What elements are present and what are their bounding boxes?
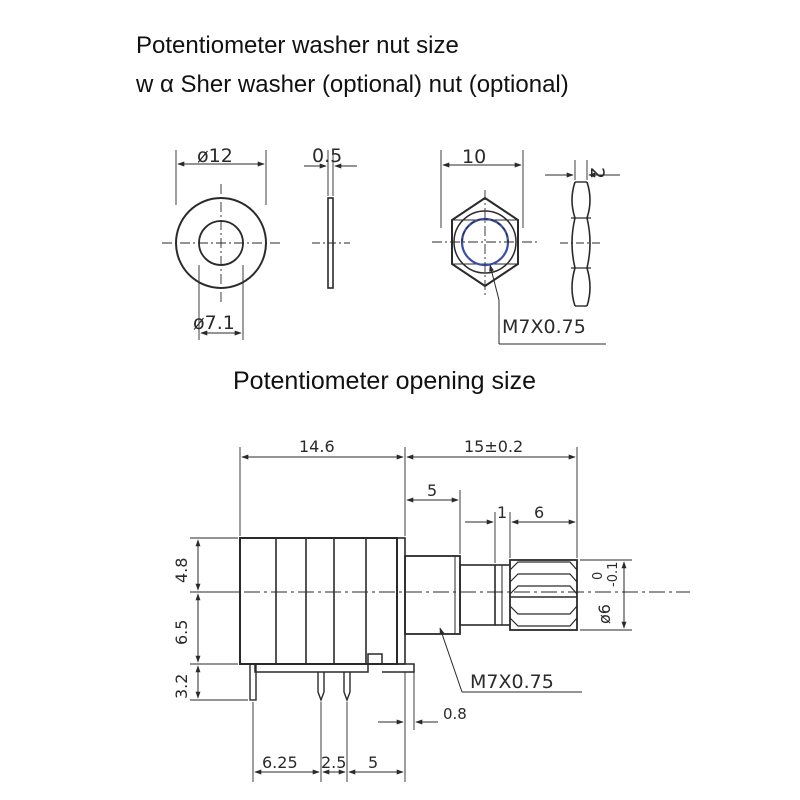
- washer-nut-title: Potentiometer washer nut size: [136, 32, 459, 59]
- washer-front-view: [162, 150, 282, 340]
- bushing-thread-label: M7X0.75: [470, 671, 554, 693]
- nut-width-label: 10: [462, 146, 486, 168]
- washer-outer-diameter-label: ø12: [197, 145, 233, 167]
- gap-label: 1: [497, 503, 507, 522]
- shaft-diameter-label: ø6: [595, 604, 614, 624]
- body-length-label: 14.6: [299, 437, 335, 456]
- tolerance-lower-label: -0.1: [606, 562, 621, 587]
- pin-spacing-2-label: 2.5: [321, 753, 346, 772]
- nut-thread-label: M7X0.75: [502, 316, 586, 338]
- knurl-length-label: 6: [534, 503, 544, 522]
- opening-size-title: Potentiometer opening size: [233, 367, 536, 395]
- washer-inner-diameter-label: ø7.1: [193, 312, 235, 334]
- pin-spacing-1-label: 6.25: [262, 753, 298, 772]
- pin-spacing-3-label: 5: [368, 753, 378, 772]
- top-height-label: 4.8: [172, 558, 191, 583]
- nut-side-view: [545, 160, 620, 307]
- tolerance-upper-label: 0: [591, 572, 606, 580]
- nut-front-view: [432, 150, 606, 345]
- washer-nut-subtitle: w α Sher washer (optional) nut (optional…: [136, 71, 569, 98]
- washer-side-view: [304, 150, 357, 289]
- shaft-length-label: 15±0.2: [464, 437, 523, 456]
- nut-thickness-label: 2: [586, 167, 608, 179]
- pin-height-label: 3.2: [172, 674, 191, 699]
- flat-label: 0.8: [443, 705, 467, 723]
- mid-height-label: 6.5: [172, 620, 191, 645]
- washer-thickness-label: 0.5: [312, 145, 342, 167]
- potentiometer-side-view: [190, 447, 690, 782]
- thread-length-label: 5: [427, 481, 437, 500]
